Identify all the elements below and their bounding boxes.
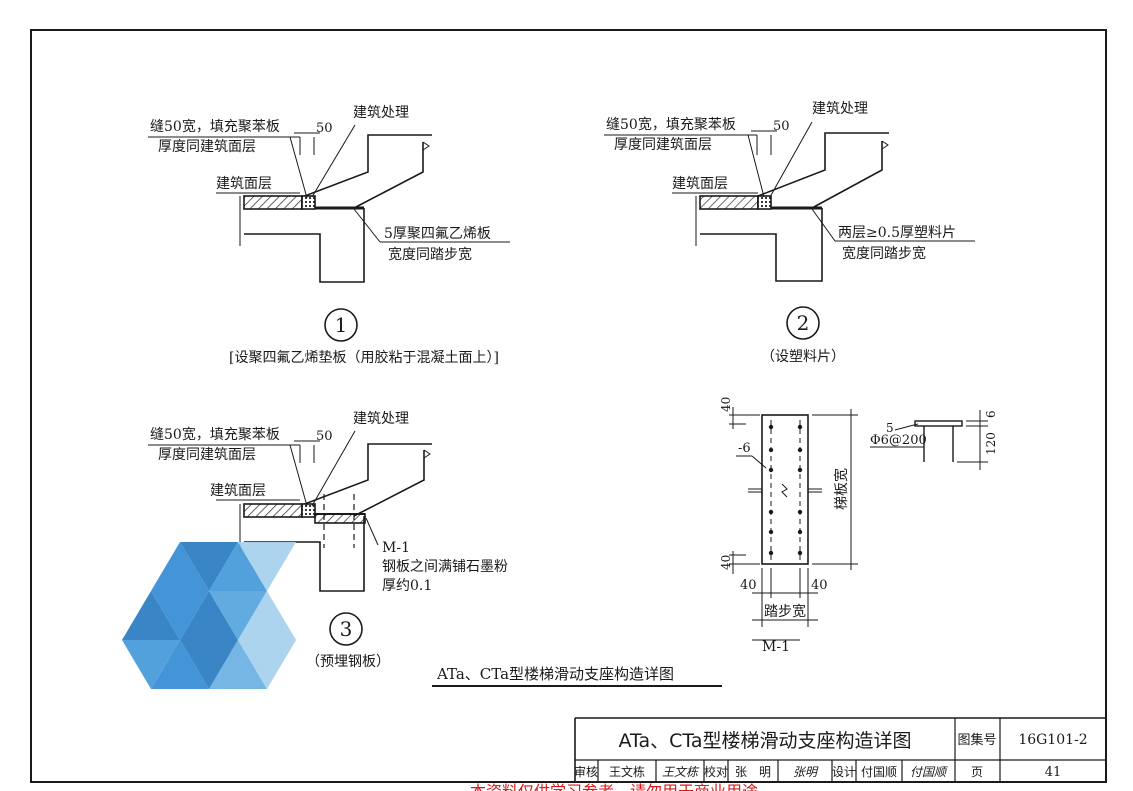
m1-dim-bottom-40: 40: [719, 555, 733, 570]
title-block: [574, 717, 1106, 782]
m1-slab-width: 梯板宽: [833, 468, 850, 510]
review-label: 审核: [574, 764, 598, 779]
d3-plate-note-line1: 钢板之间满铺石墨粉: [382, 559, 508, 575]
d3-caption: （预埋钢板）: [306, 654, 390, 670]
d3-floor-finish: 建筑面层: [210, 483, 266, 499]
title-block-title: ATa、CTa型楼梯滑动支座构造详图: [619, 730, 912, 752]
m1-anchor-bar: Φ6@200: [870, 433, 927, 448]
page-label: 页: [971, 765, 983, 779]
footer-notice: 本资料仅供学习参考，请勿用于商业用途: [470, 782, 758, 791]
d1-arch-treatment: 建筑处理: [353, 105, 409, 121]
d2-floor-finish: 建筑面层: [672, 176, 728, 192]
d2-pad-note-line2: 宽度同踏步宽: [842, 245, 926, 262]
d2-pad-note-line1: 两层≥0.5厚塑料片: [838, 225, 956, 241]
d1-floor-finish: 建筑面层: [216, 176, 272, 192]
logo-watermark: [122, 542, 296, 689]
d1-dim-50: 50: [316, 121, 333, 136]
sheet-border: [30, 29, 1107, 783]
m1-dim-right-40: 40: [811, 578, 828, 593]
d2-caption: （设塑料片）: [761, 349, 845, 365]
plate-m1-welds: [768, 424, 803, 556]
d1-gap-note-line1: 缝50宽，填充聚苯板: [150, 118, 280, 135]
review-signature: 王文栋: [662, 765, 700, 779]
check-signature: 张明: [793, 765, 819, 779]
drawing-title: ATa、CTa型楼梯滑动支座构造详图: [436, 665, 674, 683]
plate-m1: [729, 407, 988, 641]
d3-plate-tag: M-1: [382, 540, 410, 556]
m1-dim-left-40: 40: [740, 578, 757, 593]
detail-2: [604, 121, 975, 340]
d1-pad-note-line2: 宽度同踏步宽: [388, 246, 472, 263]
m1-dim-top-40: 40: [719, 397, 733, 412]
d3-gap-note-line2: 厚度同建筑面层: [158, 447, 256, 463]
m1-dim-120: 120: [984, 432, 998, 455]
m1-anchor-weld: 5: [886, 421, 894, 435]
m1-step-width: 踏步宽: [764, 603, 806, 620]
design-signature: 付国顺: [910, 765, 948, 779]
d1-pad-note-line1: 5厚聚四氟乙烯板: [384, 226, 491, 242]
check-label: 校对: [704, 764, 728, 779]
m1-thickness: -6: [738, 441, 751, 456]
d3-arch-treatment: 建筑处理: [353, 411, 409, 427]
d3-dim-50: 50: [316, 429, 333, 444]
d1-caption: [设聚四氟乙烯垫板（用胶粘于混凝土面上）]: [229, 349, 499, 366]
d2-dim-50: 50: [773, 119, 790, 134]
d2-gap-note-line2: 厚度同建筑面层: [614, 137, 712, 153]
atlas-label: 图集号: [957, 732, 996, 748]
d3-number: 3: [340, 617, 353, 641]
d2-gap-note-line1: 缝50宽，填充聚苯板: [606, 116, 736, 133]
detail-1: [148, 124, 510, 342]
d3-plate-note-line2: 厚约0.1: [382, 578, 432, 594]
page-no: 41: [1045, 765, 1062, 780]
design-name: 付国顺: [861, 765, 897, 779]
design-label: 设计: [832, 765, 856, 779]
check-name: 张 明: [735, 765, 771, 779]
review-name: 王文栋: [609, 764, 645, 779]
d1-number: 1: [335, 313, 348, 337]
m1-dim-6: 6: [984, 410, 998, 418]
m1-label: M-1: [762, 639, 790, 655]
d2-number: 2: [797, 311, 810, 335]
detail-3: [148, 430, 432, 646]
d1-gap-note-line2: 厚度同建筑面层: [158, 139, 256, 155]
d2-arch-treatment: 建筑处理: [812, 101, 868, 117]
d3-gap-note-line1: 缝50宽，填充聚苯板: [150, 426, 280, 443]
atlas-no: 16G101-2: [1018, 732, 1087, 748]
